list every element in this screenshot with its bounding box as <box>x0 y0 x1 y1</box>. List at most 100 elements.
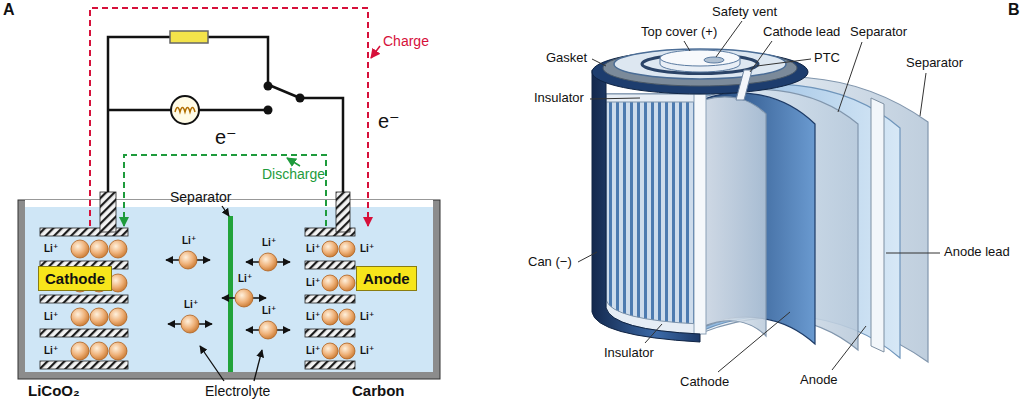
circuit-wires <box>108 37 343 192</box>
leader-line <box>718 312 790 372</box>
ion-label: Li⁺ <box>44 345 58 357</box>
leader-line <box>578 252 597 262</box>
leader-line <box>886 253 940 254</box>
li-ion <box>90 308 108 326</box>
ion-label: Li⁺ <box>360 243 374 255</box>
ion-label: Li⁺ <box>306 243 320 255</box>
separator-sheet <box>704 89 858 350</box>
leader-line <box>838 42 862 112</box>
top-cover <box>614 49 786 79</box>
electrode-label: Anode <box>356 266 417 291</box>
part-label: Anode lead <box>944 245 1010 260</box>
li-ion <box>339 275 355 291</box>
pointer-arrow <box>254 350 262 381</box>
part-label: Top cover (+) <box>641 25 717 40</box>
part-label: PTC <box>814 51 840 66</box>
pointer-arrow <box>222 206 229 216</box>
li-ion <box>71 342 89 360</box>
ion-label: Li⁺ <box>360 345 374 357</box>
li-ion <box>259 253 277 271</box>
part-label: Separator <box>850 25 907 40</box>
anode-tab <box>871 98 884 352</box>
li-ion <box>322 309 338 325</box>
material-label: Carbon <box>352 382 405 399</box>
electrode-layer <box>305 295 355 303</box>
leader-line <box>592 59 606 66</box>
li-ion <box>109 342 127 360</box>
part-label: Can (−) <box>528 255 572 270</box>
part-label: Electrolyte <box>205 383 270 399</box>
gasket-ring <box>603 50 797 86</box>
ion-label: Li⁺ <box>306 345 320 357</box>
ion-label: Li⁺ <box>262 305 276 317</box>
wire <box>199 109 264 112</box>
part-label: Insulator <box>604 346 654 361</box>
leader-line <box>832 326 866 370</box>
switch-pivot <box>296 94 305 103</box>
battery-tank <box>18 200 440 379</box>
panel-letter: A <box>3 1 15 19</box>
li-ion <box>339 343 355 359</box>
li-ion <box>322 275 338 291</box>
electrode-lead <box>100 192 116 232</box>
ion-label: Li⁺ <box>262 237 276 249</box>
li-ion <box>181 315 199 333</box>
li-ion <box>235 289 253 307</box>
charge-path <box>90 8 368 226</box>
switch-contact <box>264 106 273 115</box>
panel-letter: B <box>1008 1 1020 19</box>
pointer-arrow <box>371 46 380 58</box>
electron-symbol: e⁻ <box>215 126 237 149</box>
part-label: Safety vent <box>712 5 777 20</box>
switch-blade <box>269 85 300 98</box>
ion-label: Li⁺ <box>360 311 374 323</box>
li-ion <box>90 342 108 360</box>
li-ion <box>322 343 338 359</box>
leader-line <box>750 41 772 72</box>
part-label: Cathode <box>680 375 729 390</box>
safety-vent <box>704 57 724 63</box>
flow-label: Discharge <box>262 166 325 182</box>
li-ion <box>71 240 89 258</box>
li-ion <box>71 308 89 326</box>
electrolyte-fill <box>25 207 433 372</box>
li-ion <box>109 240 127 258</box>
lamp-filament <box>175 108 195 113</box>
electrode-layer <box>40 329 128 337</box>
container-wall <box>18 200 440 379</box>
container-inside <box>25 200 433 372</box>
part-label: Anode <box>800 373 838 388</box>
ion-label: Li⁺ <box>238 273 252 285</box>
pointer-arrow <box>287 158 300 166</box>
wound-layers <box>606 94 700 334</box>
wire <box>108 37 170 192</box>
leader-line <box>716 21 742 57</box>
ion-label: Li⁺ <box>306 311 320 323</box>
electron-symbol: e⁻ <box>378 110 400 133</box>
cathode-tab <box>736 70 752 100</box>
pointer-arrow <box>200 346 224 381</box>
ion-label: Li⁺ <box>182 235 196 247</box>
separator-sheet <box>704 77 928 362</box>
separator-membrane <box>228 216 233 372</box>
lithium-ions <box>179 251 277 339</box>
leader-line <box>590 98 640 99</box>
leader-line <box>920 73 926 116</box>
electrode-label: Cathode <box>38 266 112 291</box>
wire <box>208 37 268 86</box>
li-ion <box>109 308 127 326</box>
electrode-layer <box>40 295 128 303</box>
li-ion <box>179 251 197 269</box>
electrode-lead <box>336 192 350 232</box>
leader-line <box>757 59 811 66</box>
anode-sheet <box>704 84 900 358</box>
lithium-ions <box>71 240 355 360</box>
resistor-symbol <box>170 31 208 43</box>
part-label: Insulator <box>534 91 584 106</box>
li-ion <box>90 240 108 258</box>
anode-electrode <box>305 192 355 369</box>
cap-dome <box>660 50 740 66</box>
